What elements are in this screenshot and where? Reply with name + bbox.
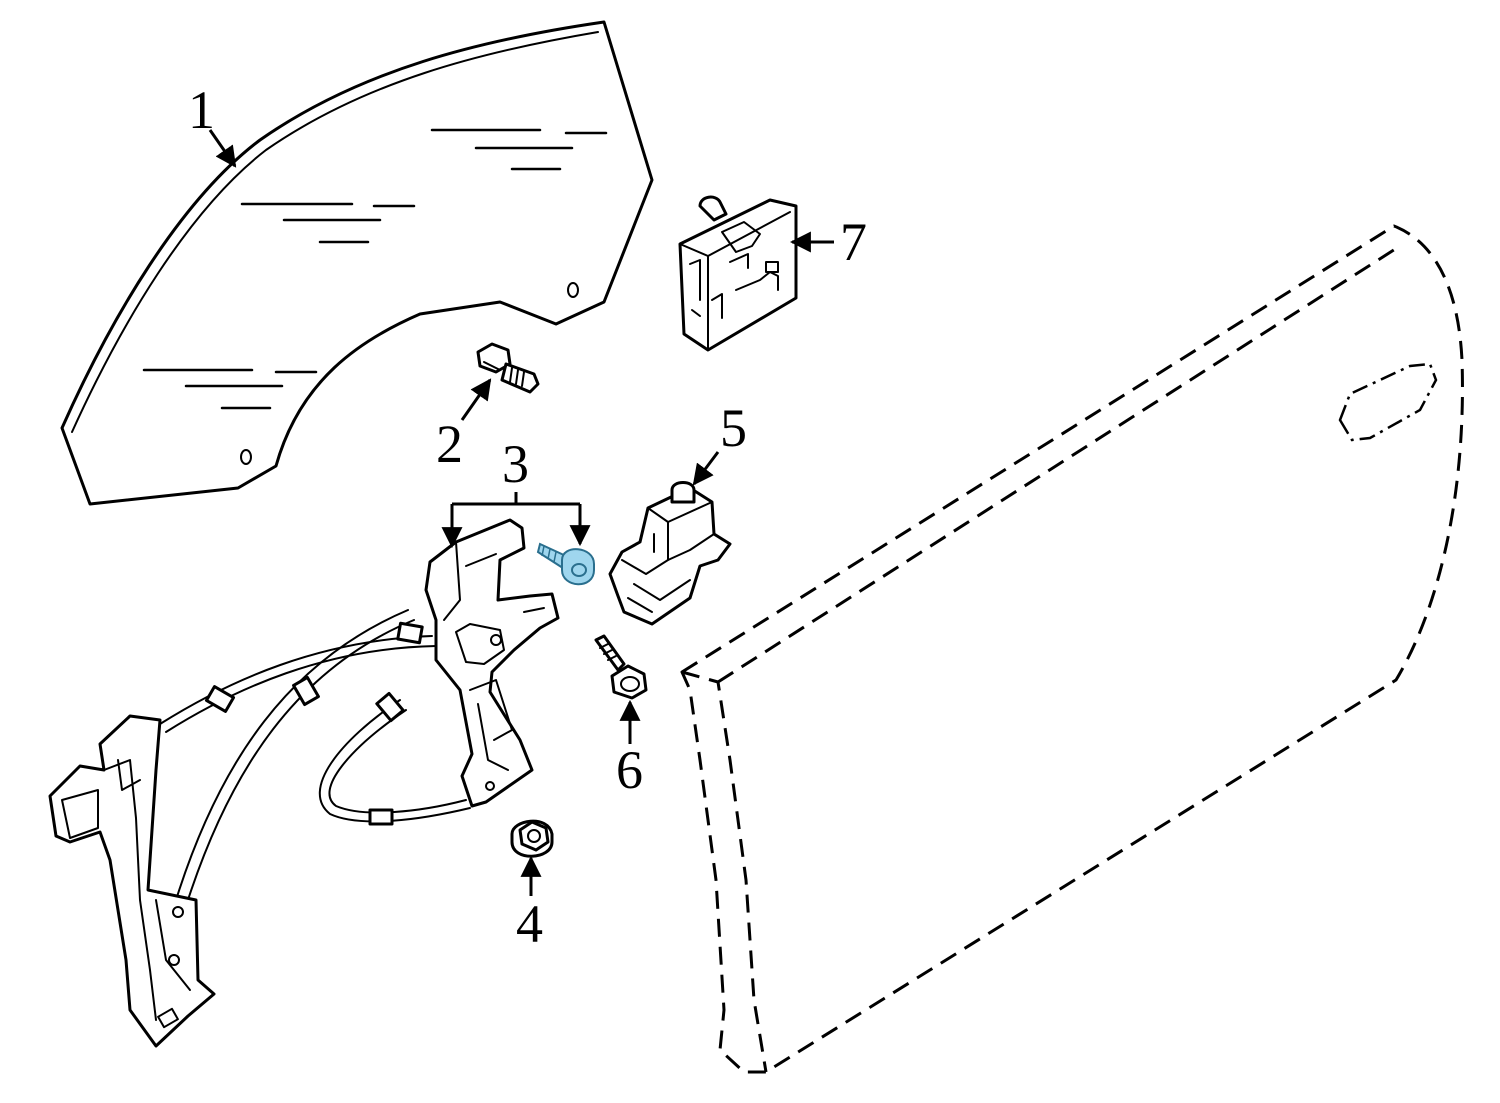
window-regulator-part-3[interactable]: [48, 518, 560, 1048]
window-motor-part-5[interactable]: [608, 481, 732, 626]
callout-3: 3: [502, 434, 529, 494]
callout-7: 7: [840, 212, 867, 272]
door-glass-part-1[interactable]: [60, 20, 654, 506]
door-shell-outline: [680, 224, 1464, 1074]
callout-2: 2: [436, 414, 463, 474]
callout-5: 5: [720, 398, 747, 458]
motor-screw-part-6[interactable]: [594, 634, 648, 700]
regulator-nut-part-4[interactable]: [510, 819, 554, 858]
glass-bolt-part-2[interactable]: [476, 342, 540, 394]
callout-4: 4: [516, 894, 543, 954]
callout-6: 6: [616, 740, 643, 800]
callout-leaders: [208, 129, 834, 896]
regulator-bolt-highlighted[interactable]: [536, 542, 595, 586]
control-module-part-7[interactable]: [678, 195, 798, 352]
callout-1: 1: [188, 80, 215, 140]
